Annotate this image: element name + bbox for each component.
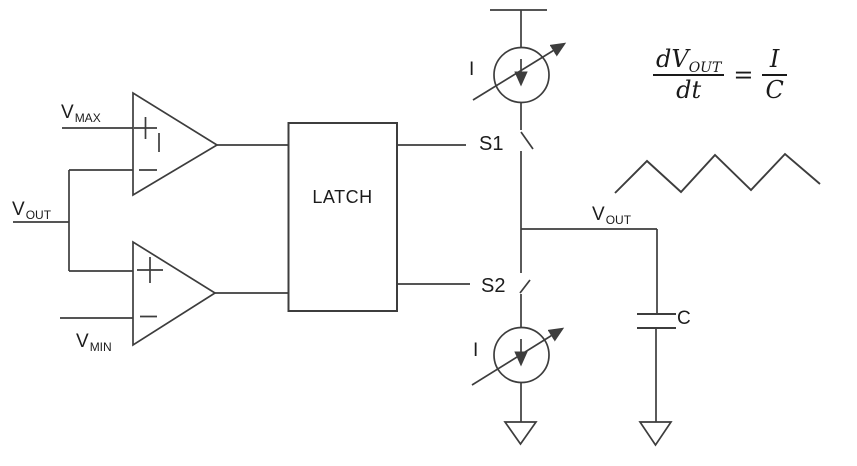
formula-rhs-fraction-bar [762,74,787,77]
formula-lhs-numerator-sub: OUT [688,60,722,76]
comparator-top-triangle [132,91,219,197]
vout-input-label-sub: OUT [25,208,52,222]
vmin-label: VMIN [76,331,112,354]
comparator-bottom [132,240,217,347]
vmin-label-sub: MIN [89,340,112,354]
vout-node-label-main: V [592,204,605,225]
formula-equals-sign: = [733,61,754,90]
vmax-label: VMAX [61,102,101,125]
formula-lhs-numerator: dVOUT [653,45,724,75]
ground-right-icon [638,421,673,447]
triangle-wave-icon [614,152,821,194]
current-bottom-label: I [473,340,479,361]
slope-formula: dVOUT dt = I C [653,45,787,105]
comparator-bottom-triangle [132,240,217,347]
vmax-label-sub: MAX [74,111,101,125]
vout-input-label-main: V [12,199,25,220]
switch-s1 [520,131,534,150]
formula-lhs-fraction-bar [653,74,725,77]
s2-label: S2 [481,275,506,297]
s1-label: S1 [479,133,504,155]
formula-rhs-denominator: C [765,76,784,105]
vout-input-label: VOUT [12,199,52,222]
formula-lhs-denominator: dt [676,76,702,105]
latch-label: LATCH [312,187,373,207]
switch-s2-blade [519,279,531,294]
vmax-label-main: V [61,102,74,123]
latch-box [287,122,398,312]
ground-left-icon [503,421,538,446]
formula-rhs-fraction: I C [762,45,787,105]
current-source-top [472,9,567,130]
capacitor-label: C [677,308,691,329]
formula-lhs-fraction: dVOUT dt [653,45,725,105]
switch-s2 [519,279,531,328]
current-source-bottom-variable-arrow [471,327,565,386]
vout-node-label: VOUT [592,204,632,227]
current-top-label: I [469,59,475,80]
vout-node-label-sub: OUT [605,213,632,227]
switch-s1-blade [520,131,534,150]
formula-rhs-numerator: I [769,45,780,73]
comparator-top [132,91,219,197]
formula-lhs-numerator-main: dV [656,45,689,73]
current-source-top-variable-arrow [472,42,567,101]
vmin-label-main: V [76,331,89,352]
current-source-bottom [471,326,565,422]
capacitor [637,229,676,422]
